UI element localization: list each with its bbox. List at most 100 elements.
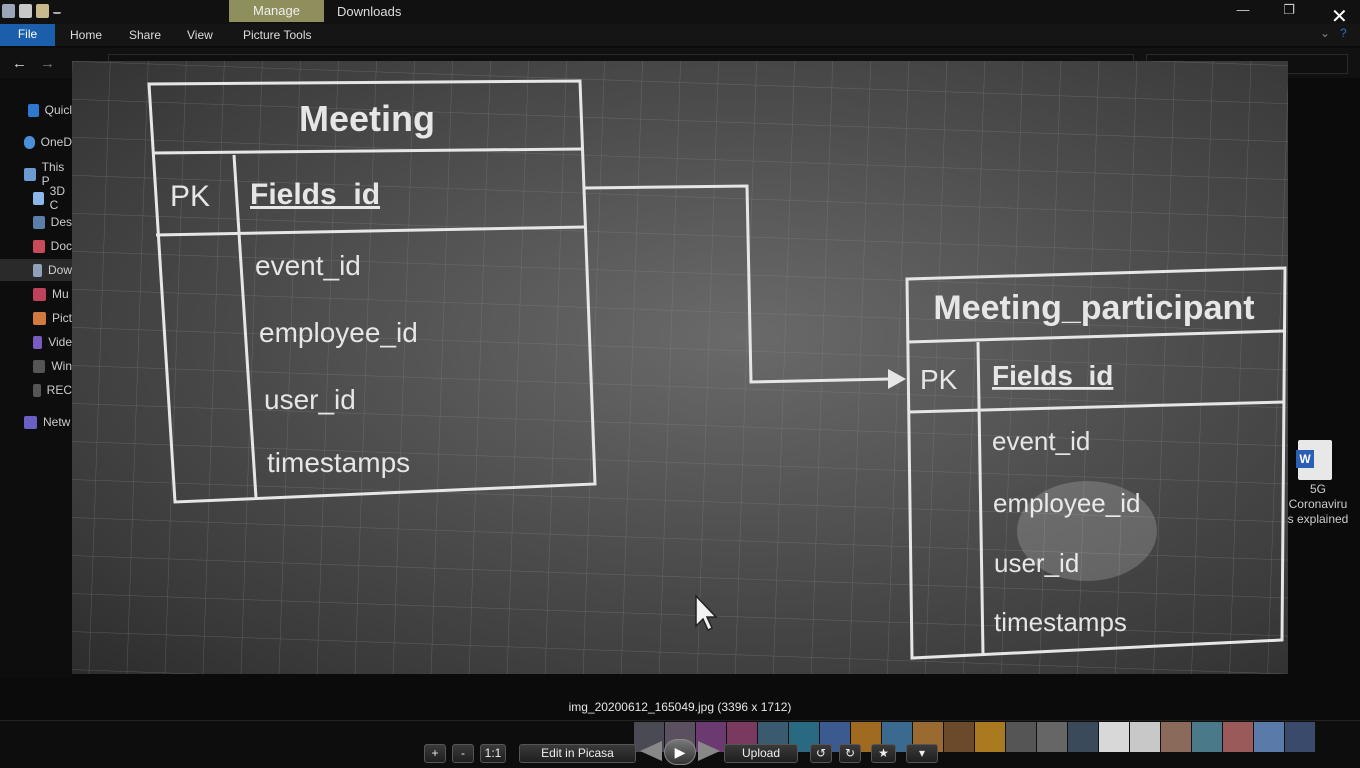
meeting-field-3: user_id [264, 384, 356, 415]
new-folder-icon[interactable] [36, 4, 49, 18]
tab-home[interactable]: Home [70, 28, 103, 42]
thumbnail[interactable] [1161, 722, 1192, 752]
rotate-left-button[interactable]: ↺ [810, 744, 832, 763]
drive-icon [33, 359, 46, 373]
participant-field-2: employee_id [993, 488, 1140, 518]
tab-file[interactable]: File [0, 24, 55, 46]
music-icon [33, 287, 46, 301]
sidebar-item-this-pc[interactable]: This P [0, 160, 72, 188]
customize-toolbar-icon[interactable] [53, 8, 61, 14]
participant-field-1: event_id [992, 426, 1090, 456]
download-icon [33, 263, 42, 277]
sidebar-item-documents[interactable]: Doc [0, 235, 72, 257]
light-glare [1017, 481, 1157, 581]
zoom-in-button[interactable]: + [424, 744, 446, 763]
er-diagram-photo: Meeting PK Fields_id event_id employee_i… [72, 61, 1288, 674]
meeting-pk-label: PK [170, 180, 210, 213]
sidebar-item-desktop[interactable]: Des [0, 211, 72, 233]
meeting-table-title: Meeting [299, 98, 435, 139]
rotate-right-button[interactable]: ↻ [839, 744, 861, 763]
help-icon[interactable]: ? [1340, 26, 1347, 40]
file-list-area [1288, 78, 1360, 678]
thumbnail[interactable] [944, 722, 975, 752]
sidebar-item-videos[interactable]: Vide [0, 331, 72, 353]
participant-table-title: Meeting_participant [933, 289, 1254, 327]
navigation-pane: Quicl OneD This P 3D C Des Doc Dow Mu Pi… [0, 78, 72, 678]
meeting-participant-table [905, 266, 1287, 660]
sidebar-item-music[interactable]: Mu [0, 283, 72, 305]
thumbnail[interactable] [1285, 722, 1316, 752]
participant-field-3: user_id [994, 548, 1079, 578]
title-bar: Manage Downloads — ❐ [0, 0, 1360, 24]
edit-in-picasa-button[interactable]: Edit in Picasa [519, 744, 636, 763]
meeting-field-2: employee_id [259, 317, 418, 348]
tab-picture-tools[interactable]: Picture Tools [243, 28, 312, 42]
ribbon-tabs [0, 24, 1360, 46]
meeting-pk-field: Fields_id [250, 178, 380, 211]
restore-button[interactable]: ❐ [1283, 2, 1295, 17]
previous-arrow-icon[interactable] [640, 741, 662, 761]
word-document-icon[interactable]: W [1296, 440, 1332, 480]
participant-pk-label: PK [920, 364, 958, 395]
window-title: Downloads [337, 4, 402, 19]
pictures-icon [33, 311, 46, 325]
documents-icon [33, 239, 45, 253]
thumbnail[interactable] [1192, 722, 1223, 752]
download-folder-icon[interactable] [2, 4, 15, 18]
upload-button[interactable]: Upload [724, 744, 798, 763]
back-arrow-icon[interactable]: ← [12, 55, 27, 72]
ribbon-expand-icon[interactable]: ⌄ [1320, 26, 1331, 40]
mouse-cursor-icon [695, 594, 718, 632]
photo-viewer-image[interactable]: Meeting PK Fields_id event_id employee_i… [72, 61, 1288, 674]
thumbnail[interactable] [975, 722, 1006, 752]
video-icon [33, 335, 43, 349]
quick-access-toolbar [2, 4, 61, 18]
network-icon [24, 415, 37, 429]
drive-icon [33, 383, 41, 397]
sidebar-item-quick-access[interactable]: Quicl [0, 99, 72, 121]
participant-pk-field: Fields_id [992, 360, 1113, 391]
cube-icon [33, 191, 44, 205]
meeting-table [147, 79, 597, 504]
close-viewer-button[interactable]: ✕ [1331, 6, 1348, 28]
participant-field-4: timestamps [994, 607, 1127, 637]
sidebar-item-recovery-drive[interactable]: REC [0, 379, 72, 401]
thumbnail[interactable] [1068, 722, 1099, 752]
star-icon [28, 103, 39, 117]
relationship-connector [584, 184, 893, 384]
computer-icon [24, 167, 36, 181]
sidebar-item-downloads[interactable]: Dow [0, 259, 72, 281]
meeting-field-1: event_id [255, 250, 361, 281]
zoom-out-button[interactable]: - [452, 744, 474, 763]
star-button[interactable]: ★ [871, 744, 896, 763]
sidebar-item-network[interactable]: Netw [0, 411, 72, 433]
meeting-field-4: timestamps [267, 447, 410, 478]
image-caption: img_20200612_165049.jpg (3396 x 1712) [568, 700, 792, 714]
more-options-button[interactable]: ▾ [906, 744, 938, 763]
tab-view[interactable]: View [187, 28, 213, 42]
thumbnail[interactable] [1006, 722, 1037, 752]
next-arrow-icon[interactable] [698, 741, 720, 761]
thumbnail[interactable] [1099, 722, 1130, 752]
cloud-icon [24, 135, 35, 149]
minimize-button[interactable]: — [1236, 2, 1250, 17]
properties-icon[interactable] [19, 4, 32, 18]
thumbnail[interactable] [1254, 722, 1285, 752]
tab-manage[interactable]: Manage [229, 0, 324, 22]
thumbnail-strip [634, 722, 1360, 752]
tab-share[interactable]: Share [129, 28, 162, 42]
forward-arrow-icon[interactable]: → [40, 55, 55, 72]
grid-background [72, 61, 1288, 674]
desktop-icon [33, 215, 45, 229]
play-slideshow-button[interactable]: ▶ [664, 739, 696, 765]
thumbnail[interactable] [1223, 722, 1254, 752]
sidebar-item-3d-objects[interactable]: 3D C [0, 184, 72, 212]
sidebar-item-pictures[interactable]: Pict [0, 307, 72, 329]
arrow-head [888, 369, 906, 389]
file-label[interactable]: 5G Coronaviru s explained [1287, 482, 1349, 526]
thumbnail[interactable] [1130, 722, 1161, 752]
actual-size-button[interactable]: 1:1 [480, 744, 506, 763]
sidebar-item-windows-drive[interactable]: Win [0, 355, 72, 377]
sidebar-item-onedrive[interactable]: OneD [0, 131, 72, 153]
thumbnail[interactable] [1037, 722, 1068, 752]
